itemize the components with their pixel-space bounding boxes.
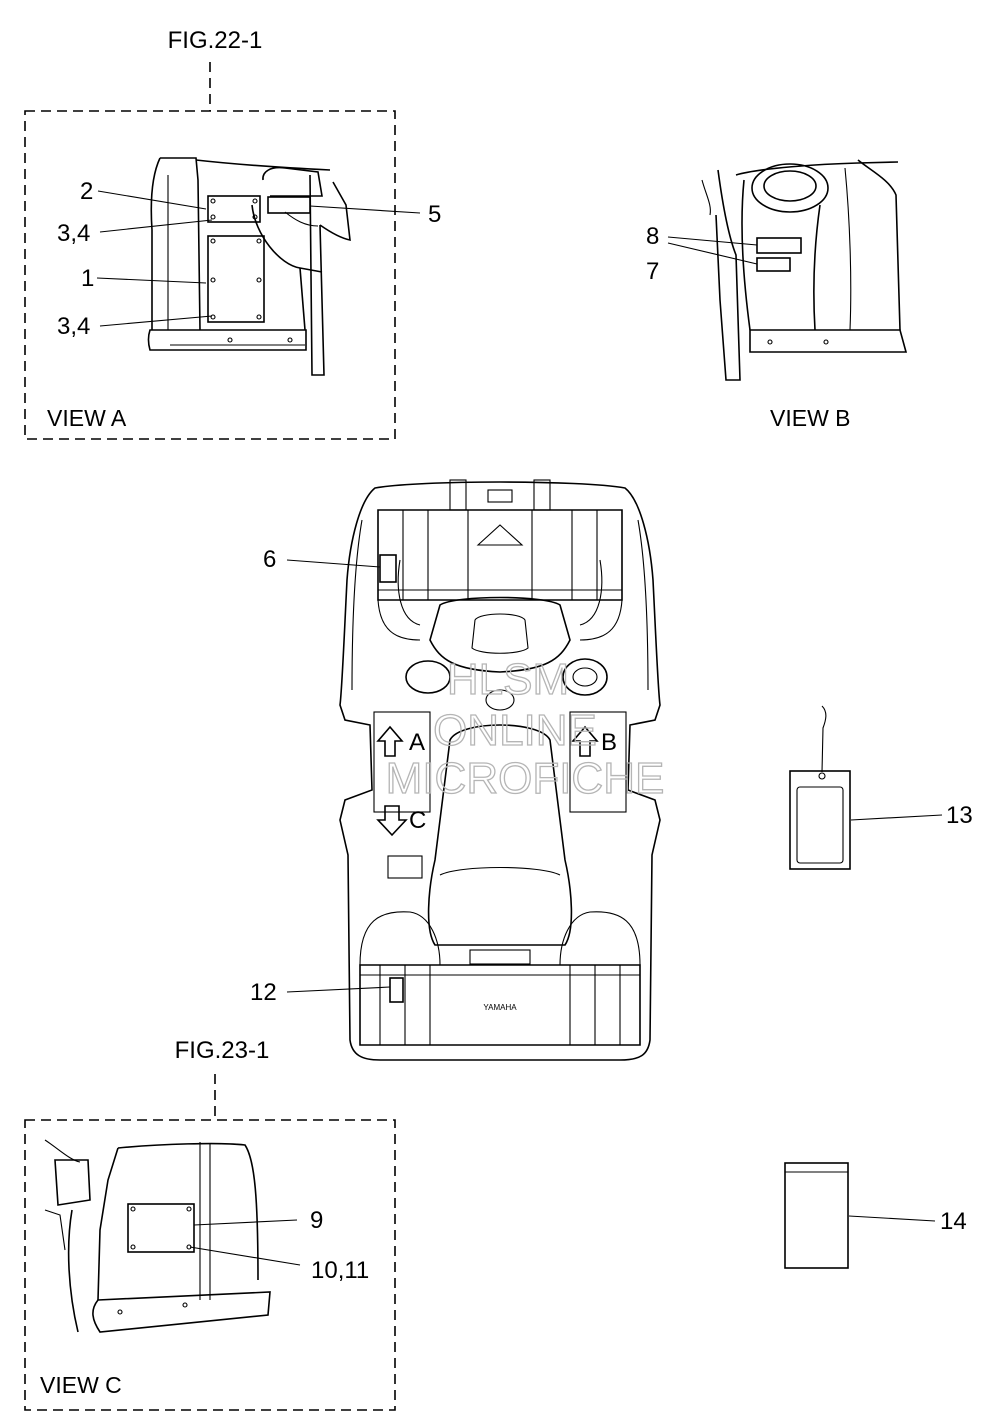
leader-13 [850,814,943,821]
atv-body-outline [339,481,661,1061]
front-rack [377,479,623,641]
fig-23-label: FIG.23-1 [175,1037,270,1064]
watermark-line2: ONLINE [433,706,597,755]
callout-10-11: 10,11 [311,1257,369,1284]
watermark-line3: MICROFICHE [386,754,665,803]
callout-13: 13 [946,802,973,829]
yamaha-emblem: YAMAHA [483,1003,517,1012]
arrow-up-b-icon [571,725,599,757]
part-13-tag: 13 [789,705,973,870]
leader-8 [667,236,758,246]
callout-9: 9 [310,1207,323,1234]
view-a-fender-drawing [147,157,351,376]
part-14-bag: 14 [784,1162,967,1269]
leader-1 [96,277,207,284]
arrow-a-label: A [409,729,425,756]
decal-7-outline [756,257,791,272]
leader-7 [667,242,758,265]
leader-14 [848,1215,936,1222]
view-c-panel: FIG.23-1 VIEW C 9 10,11 [24,1037,396,1411]
view-a-label: VIEW A [47,405,127,431]
view-a-panel: FIG.22-1 VIEW A [24,27,441,440]
right-footwell [569,711,627,813]
leader-5 [309,205,421,214]
callout-14: 14 [940,1208,967,1235]
atv-top-view: YAMAHA A B C 6 12 [250,479,661,1061]
leader-2 [97,190,207,210]
decal-2-outline [207,195,261,223]
leader-3-4-b [99,315,213,327]
leader-6 [286,559,381,568]
callout-8: 8 [646,223,659,250]
callout-2: 2 [80,178,93,205]
callout-3-4-top: 3,4 [57,220,90,247]
arrow-up-a-icon [376,725,404,757]
view-b-fender-drawing [701,159,908,381]
decal-12-outline [389,977,404,1003]
decal-8-outline [756,237,802,254]
view-b-label: VIEW B [770,405,851,431]
rear-rack [359,911,641,1046]
callout-1: 1 [81,265,94,292]
arrow-b-label: B [601,729,617,756]
leader-12 [286,986,391,993]
view-c-frame [24,1119,396,1411]
leader-3-4-a [99,219,213,233]
decal-6-outline [379,554,397,583]
callout-7: 7 [646,258,659,285]
callout-5: 5 [428,201,441,228]
callout-6: 6 [263,546,276,573]
view-c-fender-drawing [44,1139,271,1333]
decal-5-outline [267,196,311,214]
left-footwell [373,711,431,813]
decal-9-outline [127,1203,195,1253]
callout-12: 12 [250,979,277,1006]
arrow-c-label: C [409,807,426,834]
leader-10-11 [189,1246,301,1266]
view-b-panel: VIEW B 8 7 [646,159,908,431]
view-c-label: VIEW C [40,1372,122,1398]
callout-3-4-bottom: 3,4 [57,313,90,340]
leader-9 [193,1219,298,1226]
fig-22-label: FIG.22-1 [168,27,263,54]
watermark: HLSM ONLINE MICROFICHE [385,654,665,803]
watermark-line1: HLSM [447,655,569,704]
arrow-down-c-icon [376,805,408,837]
decal-1-outline [207,235,265,323]
